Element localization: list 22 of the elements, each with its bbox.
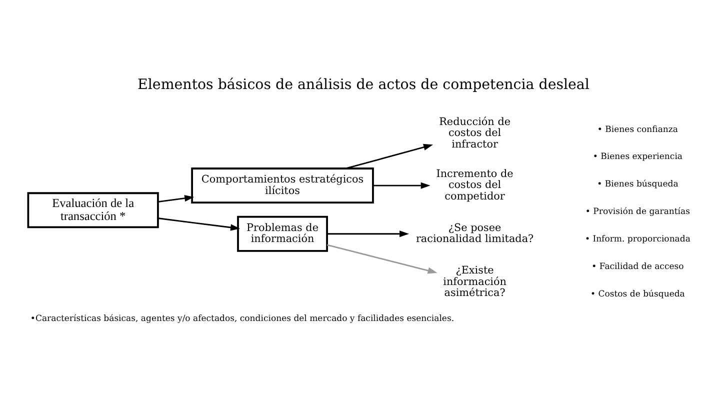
node-box: Comportamientos estratégicos ilícitos — [191, 167, 374, 204]
node-text: Incremento de costos del competidor — [436, 167, 514, 202]
caption: •Características básicas, agentes y/o afectados, condiciones del mercado y facilidades esenciales. — [30, 314, 454, 324]
label: • Bienes confianza — [597, 124, 678, 134]
arrow — [158, 194, 194, 202]
label: • Provisión de garantías — [585, 206, 690, 217]
node-box: Problemas de información — [237, 215, 328, 252]
node-text: Reducción de costos del infractor — [439, 115, 511, 150]
label: • Costos de búsqueda — [590, 289, 685, 300]
node-box: Evaluación de la transacción * — [27, 192, 159, 228]
label: • Facilidad de acceso — [592, 262, 684, 272]
arrow — [346, 143, 434, 169]
arrow — [326, 244, 438, 274]
arrow — [373, 182, 430, 188]
node-text: ¿Existe información asimétrica? — [443, 264, 506, 299]
node-text: ¿Se posee racionalidad limitada? — [416, 221, 534, 245]
arrow — [158, 217, 240, 230]
diagram-title: Elementos básicos de análisis de actos de competencia desleal — [138, 76, 590, 92]
label: • Bienes experiencia — [592, 152, 682, 162]
arrow — [327, 230, 409, 237]
label: • Inform. proporcionada — [584, 234, 690, 244]
label: • Bienes búsqueda — [597, 179, 678, 190]
